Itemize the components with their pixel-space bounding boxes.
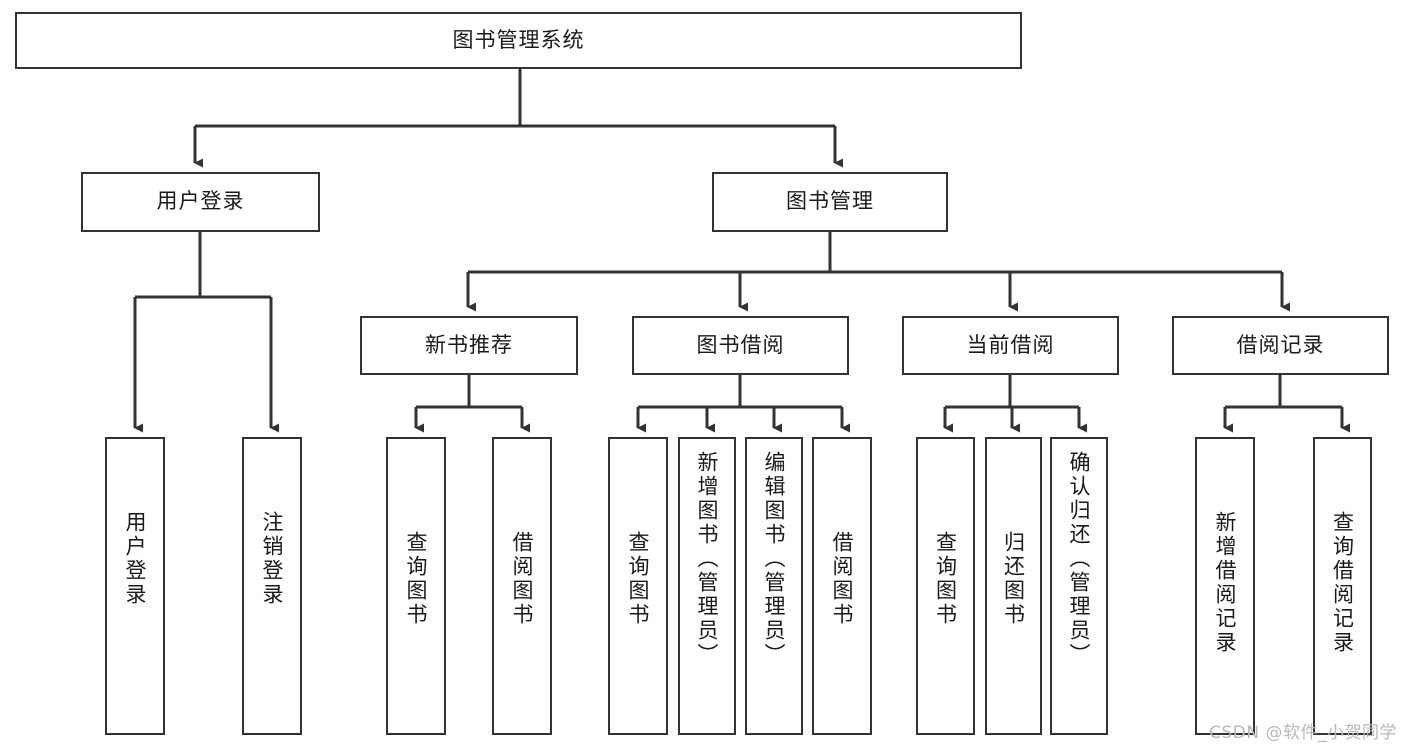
node-label: 当前借阅 — [966, 332, 1055, 357]
node-label: 图书管理系统 — [452, 27, 585, 52]
csdn-watermark: CSDN @软件_小贺同学 — [1209, 723, 1397, 743]
leaf-query-book-current[interactable]: 查询图书 — [916, 437, 975, 735]
node-label: 查询图书 — [933, 531, 958, 627]
node-label: 查询图书 — [404, 531, 429, 627]
node-book-borrow[interactable]: 图书借阅 — [632, 316, 849, 375]
node-label: 图书借阅 — [696, 332, 785, 357]
node-user-login[interactable]: 用户登录 — [81, 172, 320, 232]
leaf-return-book[interactable]: 归还图书 — [985, 437, 1042, 735]
leaf-borrow-book[interactable]: 借阅图书 — [812, 437, 872, 735]
leaf-query-borrow-record[interactable]: 查询借阅记录 — [1313, 437, 1372, 735]
node-label: 新增借阅记录 — [1213, 511, 1238, 655]
node-label: 新增图书（管理员） — [695, 451, 720, 667]
leaf-confirm-return-admin[interactable]: 确认归还（管理员） — [1050, 437, 1108, 735]
leaf-borrow-book-recommend[interactable]: 借阅图书 — [492, 437, 552, 735]
leaf-add-borrow-record[interactable]: 新增借阅记录 — [1195, 437, 1255, 735]
node-label: 新书推荐 — [425, 332, 513, 357]
node-label: 借阅图书 — [510, 531, 535, 627]
node-label: 确认归还（管理员） — [1067, 451, 1092, 667]
node-label: 用户登录 — [156, 189, 245, 214]
leaf-query-book-borrow[interactable]: 查询图书 — [608, 437, 668, 735]
node-label: 图书管理 — [786, 189, 874, 214]
node-label: 用户登录 — [123, 511, 148, 607]
node-current-borrow[interactable]: 当前借阅 — [902, 316, 1119, 375]
node-label: 查询图书 — [626, 531, 651, 627]
leaf-user-login[interactable]: 用户登录 — [105, 437, 165, 735]
node-label: 归还图书 — [1001, 531, 1026, 627]
leaf-edit-book-admin[interactable]: 编辑图书（管理员） — [745, 437, 803, 735]
node-label: 借阅图书 — [830, 531, 855, 627]
leaf-logout-login[interactable]: 注销登录 — [242, 437, 302, 735]
node-root-book-management-system[interactable]: 图书管理系统 — [15, 12, 1022, 69]
node-label: 编辑图书（管理员） — [762, 451, 787, 667]
node-label: 借阅记录 — [1236, 332, 1325, 357]
node-label: 注销登录 — [260, 511, 285, 607]
leaf-query-book-recommend[interactable]: 查询图书 — [386, 437, 446, 735]
node-borrow-record[interactable]: 借阅记录 — [1172, 316, 1389, 375]
node-label: 查询借阅记录 — [1330, 511, 1355, 655]
node-new-book-recommend[interactable]: 新书推荐 — [360, 316, 578, 375]
leaf-add-book-admin[interactable]: 新增图书（管理员） — [678, 437, 736, 735]
node-book-management[interactable]: 图书管理 — [712, 172, 948, 232]
